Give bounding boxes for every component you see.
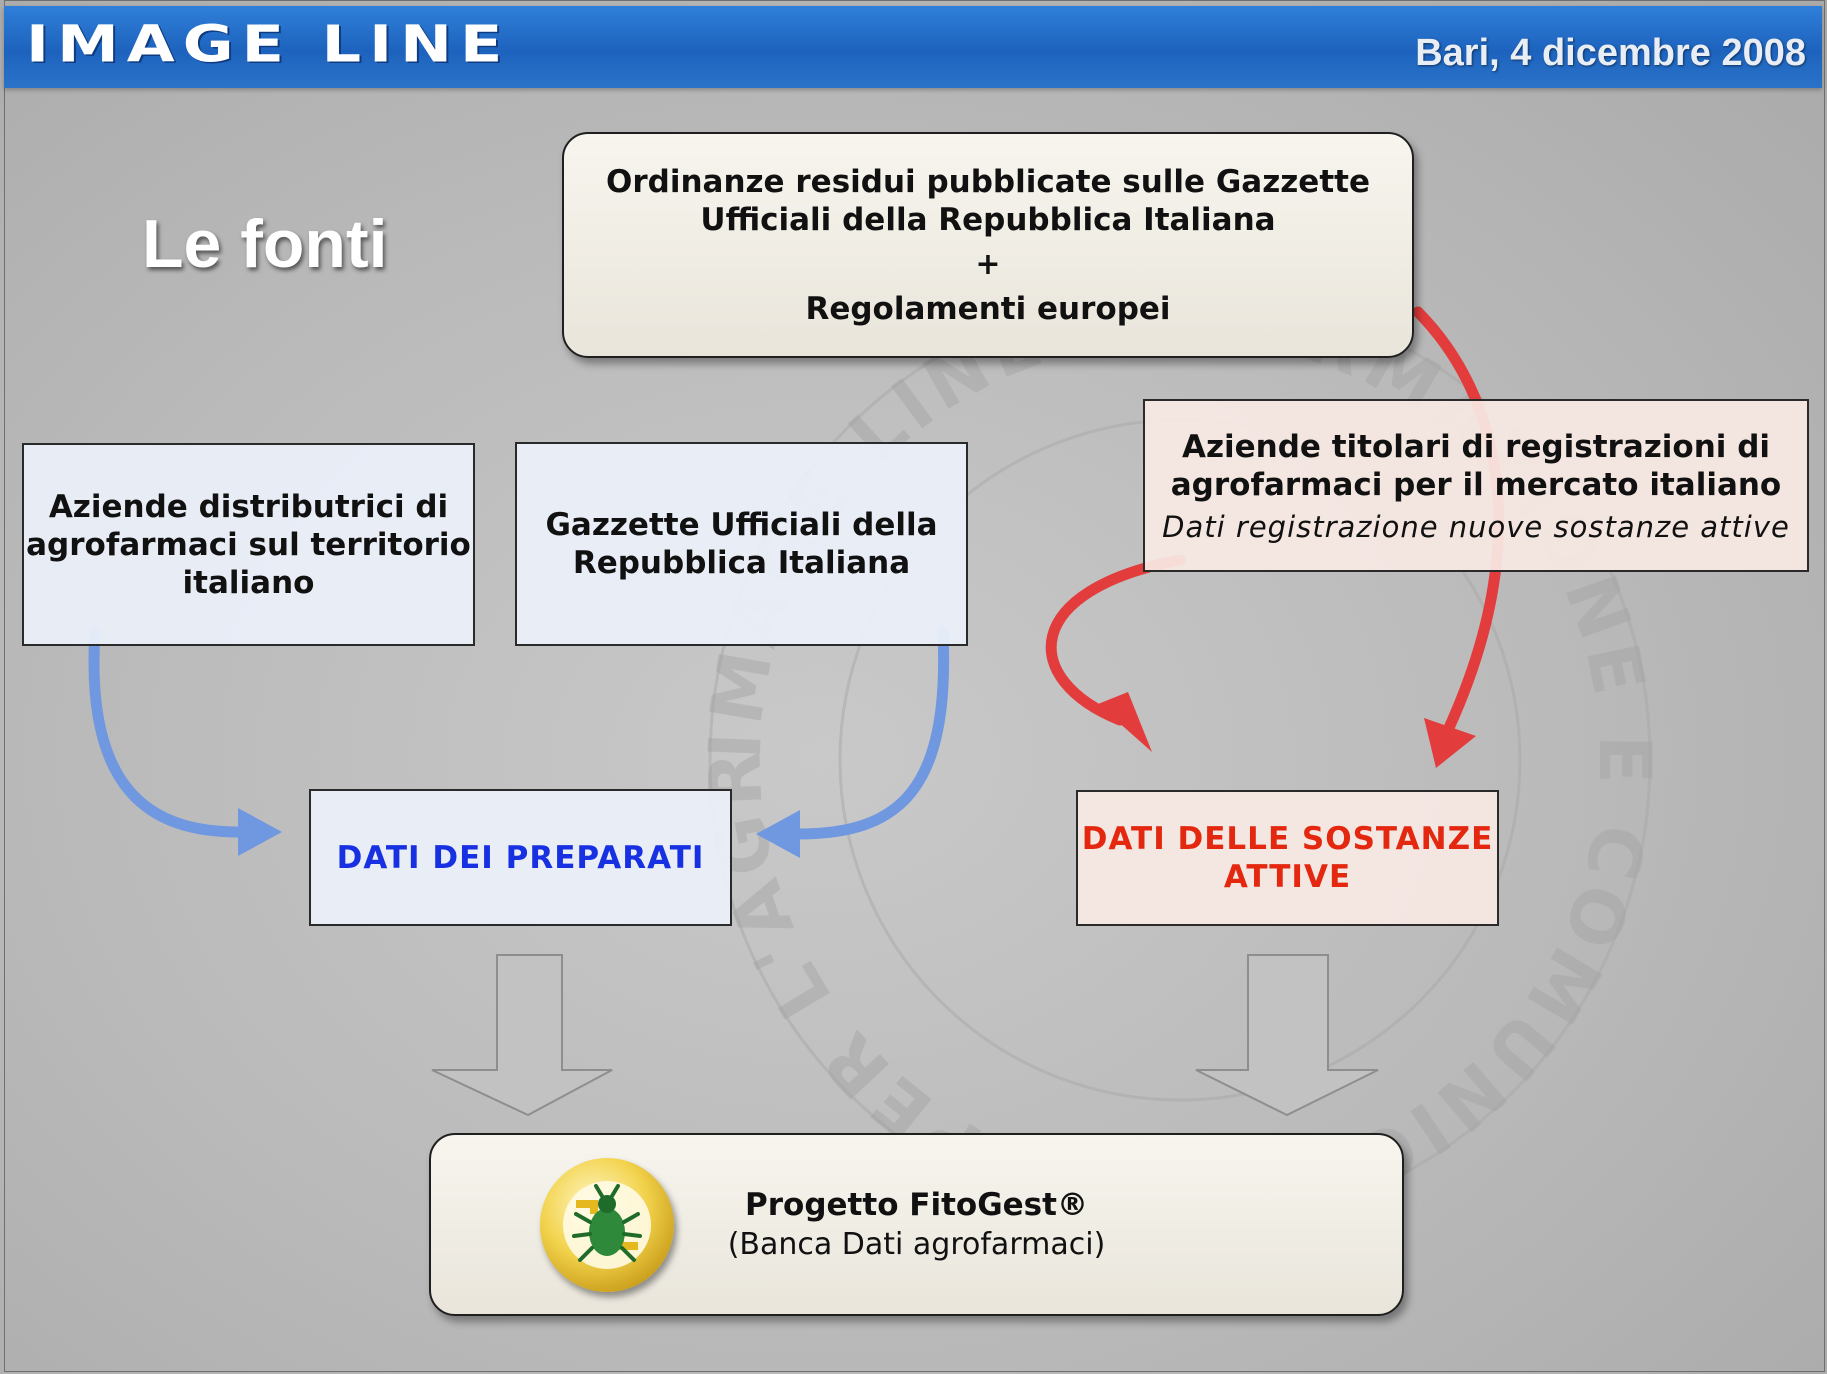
down-arrow-left bbox=[431, 954, 613, 1117]
blue-arrowhead-right bbox=[756, 810, 800, 858]
fitogest-subtitle: (Banca Dati agrofarmaci) bbox=[727, 1226, 1106, 1262]
registrants-line1: Aziende titolari di registrazioni di bbox=[1181, 428, 1771, 465]
red-arrowhead-short bbox=[1098, 692, 1152, 752]
preparations-data-label: DATI DEI PREPARATI bbox=[336, 839, 705, 876]
fitogest-bug-icon bbox=[540, 1158, 674, 1292]
blue-arrowhead-left bbox=[238, 808, 282, 856]
registrants-note: Dati registrazione nuove sostanze attive bbox=[1162, 509, 1790, 544]
plus-sign: + bbox=[975, 246, 1001, 282]
presentation-date: Bari, 4 dicembre 2008 bbox=[1415, 32, 1806, 74]
source-ordinances-box: Ordinanze residui pubblicate sulle Gazze… bbox=[562, 132, 1414, 358]
red-arrowhead-long bbox=[1424, 718, 1476, 768]
active-substances-line2: ATTIVE bbox=[1223, 859, 1352, 895]
distributors-line3: italiano bbox=[182, 564, 315, 601]
distributors-line2: agrofarmaci sul territorio bbox=[26, 526, 471, 563]
active-substances-line1: DATI DELLE SOSTANZE bbox=[1081, 821, 1494, 857]
image-line-logo: IMAGE LINE bbox=[26, 14, 511, 74]
fitogest-title: Progetto FitoGest® bbox=[745, 1186, 1088, 1223]
source-ordinances-line2: Ufficiali della Repubblica Italiana bbox=[700, 201, 1276, 238]
header-bar: IMAGE LINE Bari, 4 dicembre 2008 bbox=[4, 6, 1822, 88]
red-curve-short bbox=[1045, 554, 1186, 726]
bug-icon bbox=[563, 1181, 651, 1269]
slide-frame bbox=[4, 0, 1825, 1372]
source-ordinances-line1: Ordinanze residui pubblicate sulle Gazze… bbox=[606, 163, 1370, 200]
source-regulations-label: Regolamenti europei bbox=[805, 290, 1171, 327]
gazette-line1: Gazzette Ufficiali della bbox=[545, 507, 938, 543]
distributors-box: Aziende distributrici di agrofarmaci sul… bbox=[22, 443, 475, 646]
registrants-box: Aziende titolari di registrazioni di agr… bbox=[1143, 399, 1809, 572]
preparations-data-box: DATI DEI PREPARATI bbox=[309, 789, 732, 926]
active-substances-data-box: DATI DELLE SOSTANZE ATTIVE bbox=[1076, 790, 1499, 926]
registrants-line2: agrofarmaci per il mercato italiano bbox=[1170, 466, 1782, 503]
distributors-line1: Aziende distributrici di bbox=[48, 488, 449, 525]
blue-curve-left bbox=[88, 626, 244, 838]
blue-curve-right bbox=[792, 626, 950, 840]
gazette-line2: Repubblica Italiana bbox=[572, 545, 911, 581]
slide-title: Le fonti bbox=[142, 206, 388, 282]
gazette-box: Gazzette Ufficiali della Repubblica Ital… bbox=[515, 442, 968, 646]
down-arrow-right bbox=[1195, 954, 1379, 1117]
